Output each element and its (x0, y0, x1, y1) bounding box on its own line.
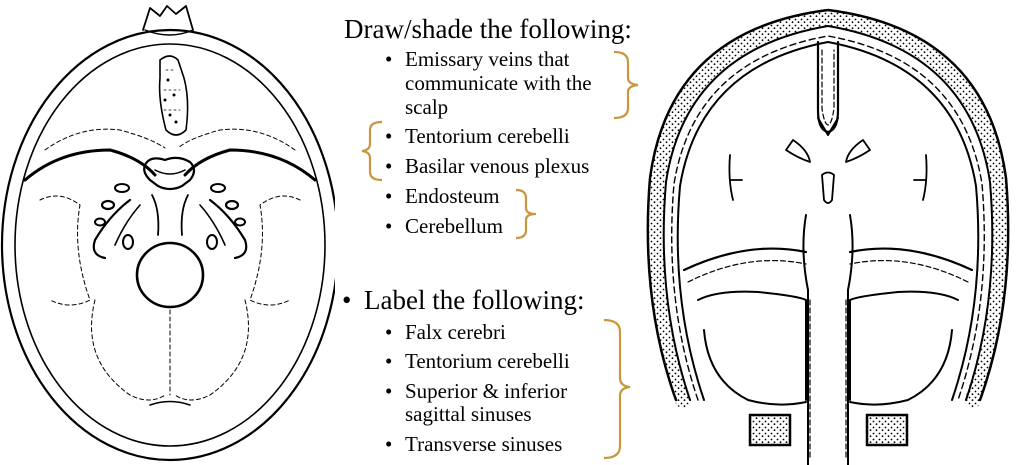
label-item-sinuses-2: sagittal sinuses (405, 402, 532, 426)
bullet-icon: • (385, 214, 393, 238)
draw-item-emissary-veins-1: Emissary veins that (405, 47, 570, 71)
bullet-icon: • (385, 379, 393, 403)
label-item-falx: Falx cerebri (405, 320, 506, 344)
bracket-tentorium-basilar (361, 120, 383, 182)
bullet-icon: • (385, 349, 393, 373)
bullet-icon: • (385, 154, 393, 178)
bracket-label-items (603, 318, 631, 460)
label-heading-bullet: • (342, 285, 352, 315)
bullet-icon: • (385, 320, 393, 344)
instruction-text-column: Draw/shade the following: • Emissary vei… (330, 0, 640, 465)
draw-item-endosteum: Endosteum (405, 184, 500, 208)
cranial-base-illustration (0, 5, 335, 462)
draw-item-basilar-plexus: Basilar venous plexus (405, 154, 590, 178)
draw-item-emissary-veins-3: scalp (405, 95, 449, 119)
bullet-icon: • (385, 47, 393, 71)
label-item-transverse: Transverse sinuses (405, 432, 563, 456)
bracket-emissary (613, 50, 639, 120)
transverse-sinus-boxes (748, 413, 909, 447)
draw-item-emissary-veins-2: communicate with the (405, 71, 592, 95)
draw-heading: Draw/shade the following: (344, 14, 632, 44)
bracket-endosteum-cerebellum (515, 188, 537, 240)
label-heading: Label the following: (364, 285, 585, 315)
coronal-section-illustration (646, 8, 1010, 465)
bullet-icon: • (385, 124, 393, 148)
label-item-tentorium: Tentorium cerebelli (405, 349, 570, 373)
draw-item-cerebellum: Cerebellum (405, 214, 503, 238)
draw-item-tentorium: Tentorium cerebelli (405, 124, 570, 148)
bullet-icon: • (385, 432, 393, 456)
label-item-sinuses-1: Superior & inferior (405, 379, 568, 403)
bullet-icon: • (385, 184, 393, 208)
